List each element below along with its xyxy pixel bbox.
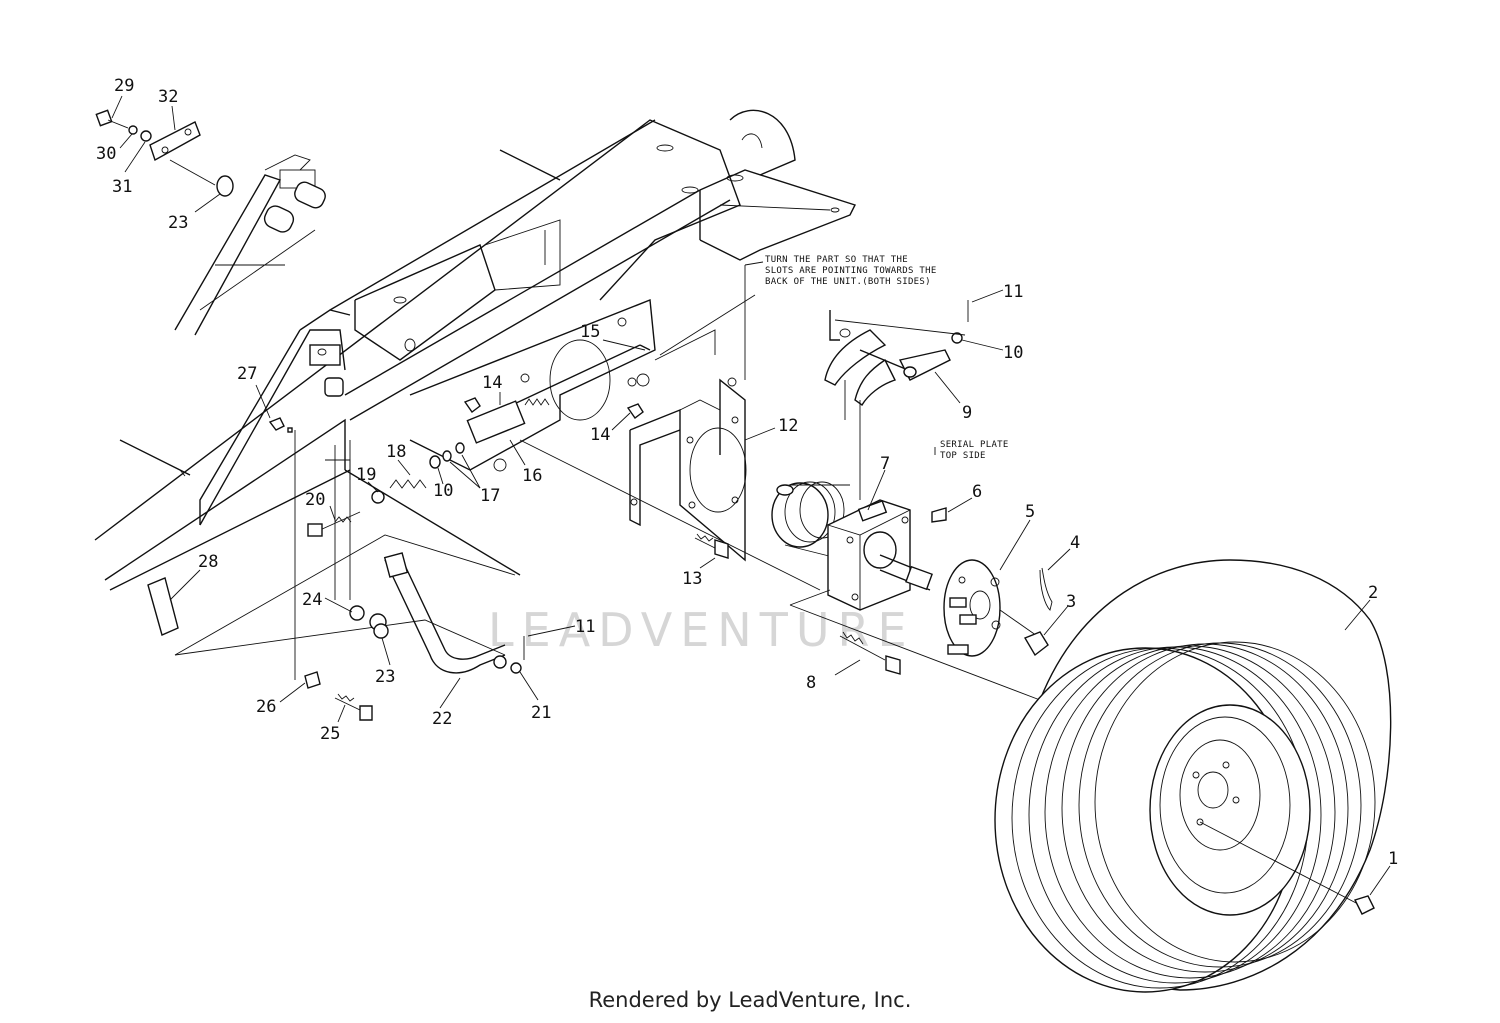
callout-4[interactable]: 4 [1070,533,1080,553]
callout-6[interactable]: 6 [972,482,982,502]
note-serial-line2: TOP SIDE [940,451,986,461]
callout-15[interactable]: 15 [580,322,600,342]
callout-10-lower[interactable]: 10 [433,481,453,501]
callout-18[interactable]: 18 [386,442,406,462]
callout-22[interactable]: 22 [432,709,452,729]
note-slots-line1: TURN THE PART SO THAT THE [765,255,908,265]
callout-2[interactable]: 2 [1368,583,1378,603]
callout-9[interactable]: 9 [962,403,972,423]
callout-25[interactable]: 25 [320,724,340,744]
callout-19[interactable]: 19 [356,465,376,485]
pedal-assembly [147,430,525,721]
watermark: LEADVENTURE [488,603,915,657]
assembly-notes: TURN THE PART SO THAT THE SLOTS ARE POIN… [765,255,1009,461]
callouts: 1 2 3 4 5 6 7 8 9 10 10 11 11 12 13 14 1… [96,76,1398,869]
callout-17[interactable]: 17 [480,486,500,506]
note-slots-line2: SLOTS ARE POINTING TOWARDS THE [765,266,937,276]
callout-21[interactable]: 21 [531,703,551,723]
frame [94,109,856,600]
callout-28[interactable]: 28 [198,552,218,572]
hub-assembly [943,559,1053,657]
linkage-assembly [268,344,651,537]
upper-bracket-assembly [95,109,326,233]
callout-16[interactable]: 16 [522,466,542,486]
callout-5[interactable]: 5 [1025,502,1035,522]
note-serial-line1: SERIAL PLATE [940,440,1009,450]
wheel-motor [771,400,1041,701]
motor-bracket [519,265,821,591]
brake-arm-assembly [824,300,969,420]
callout-20[interactable]: 20 [305,490,325,510]
callout-23-upper[interactable]: 23 [168,213,188,233]
callout-8[interactable]: 8 [806,673,816,693]
callout-11-upper[interactable]: 11 [1003,282,1023,302]
note-slots-line3: BACK OF THE UNIT.(BOTH SIDES) [765,277,931,287]
footer-credit: Rendered by LeadVenture, Inc. [588,988,912,1012]
callout-13[interactable]: 13 [682,569,702,589]
tire [994,559,1392,993]
callout-31[interactable]: 31 [112,177,132,197]
leader-lines [111,95,1391,896]
callout-3[interactable]: 3 [1066,592,1076,612]
callout-14-upper[interactable]: 14 [482,373,502,393]
callout-11-lower[interactable]: 11 [575,617,595,637]
callout-7[interactable]: 7 [880,454,890,474]
callout-30[interactable]: 30 [96,144,116,164]
callout-10-upper[interactable]: 10 [1003,343,1023,363]
callout-12[interactable]: 12 [778,416,798,436]
callout-32[interactable]: 32 [158,87,178,107]
callout-29[interactable]: 29 [114,76,134,96]
callout-23-lower[interactable]: 23 [375,667,395,687]
callout-24[interactable]: 24 [302,590,322,610]
callout-26[interactable]: 26 [256,697,276,717]
callout-27[interactable]: 27 [237,364,257,384]
callout-14-lower[interactable]: 14 [590,425,610,445]
callout-1[interactable]: 1 [1388,849,1398,869]
